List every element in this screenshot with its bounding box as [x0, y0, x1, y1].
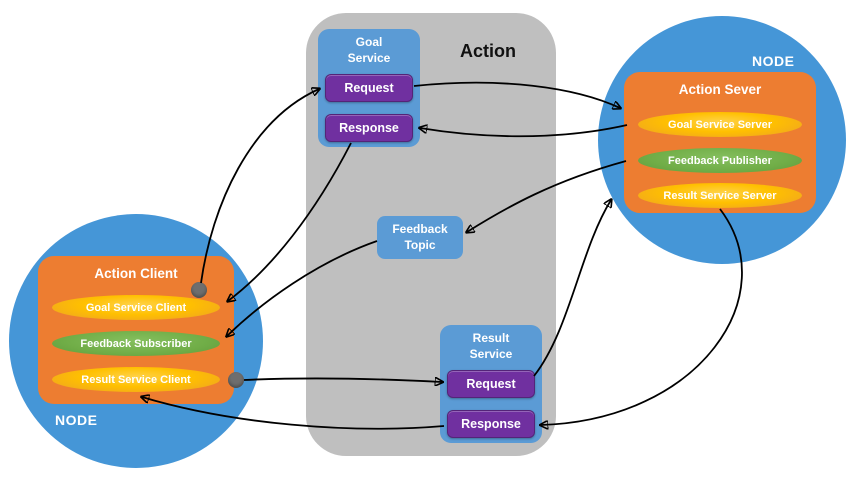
- action-client-box: Action Client Goal Service Client Feedba…: [38, 256, 234, 404]
- result-service-server-pill: Result Service Server: [638, 183, 802, 208]
- feedback-publisher-pill: Feedback Publisher: [638, 148, 802, 173]
- goal-service-server-pill: Goal Service Server: [638, 112, 802, 137]
- result-response-button: Response: [447, 410, 535, 438]
- feedback-subscriber-pill: Feedback Subscriber: [52, 331, 220, 356]
- action-panel-title: Action: [460, 41, 516, 61]
- result-service-client-pill: Result Service Client: [52, 367, 220, 392]
- result-service-title: Result Service: [469, 331, 513, 361]
- feedback-topic-box: Feedback Topic: [377, 216, 463, 259]
- server-node-label: NODE: [752, 53, 795, 69]
- goal-connector-dot: [191, 282, 207, 298]
- action-client-title: Action Client: [94, 266, 178, 281]
- goal-service-title: Goal Service: [347, 35, 391, 65]
- result-connector-dot: [228, 372, 244, 388]
- goal-service-box: Goal Service Request Response: [318, 29, 420, 147]
- client-node-label: NODE: [55, 412, 98, 428]
- goal-service-client-pill: Goal Service Client: [52, 295, 220, 320]
- result-request-button: Request: [447, 370, 535, 398]
- goal-request-button: Request: [325, 74, 413, 102]
- action-server-box: Action Sever Goal Service Server Feedbac…: [624, 72, 816, 213]
- goal-response-button: Response: [325, 114, 413, 142]
- result-service-box: Result Service Request Response: [440, 325, 542, 443]
- action-server-title: Action Sever: [678, 82, 762, 97]
